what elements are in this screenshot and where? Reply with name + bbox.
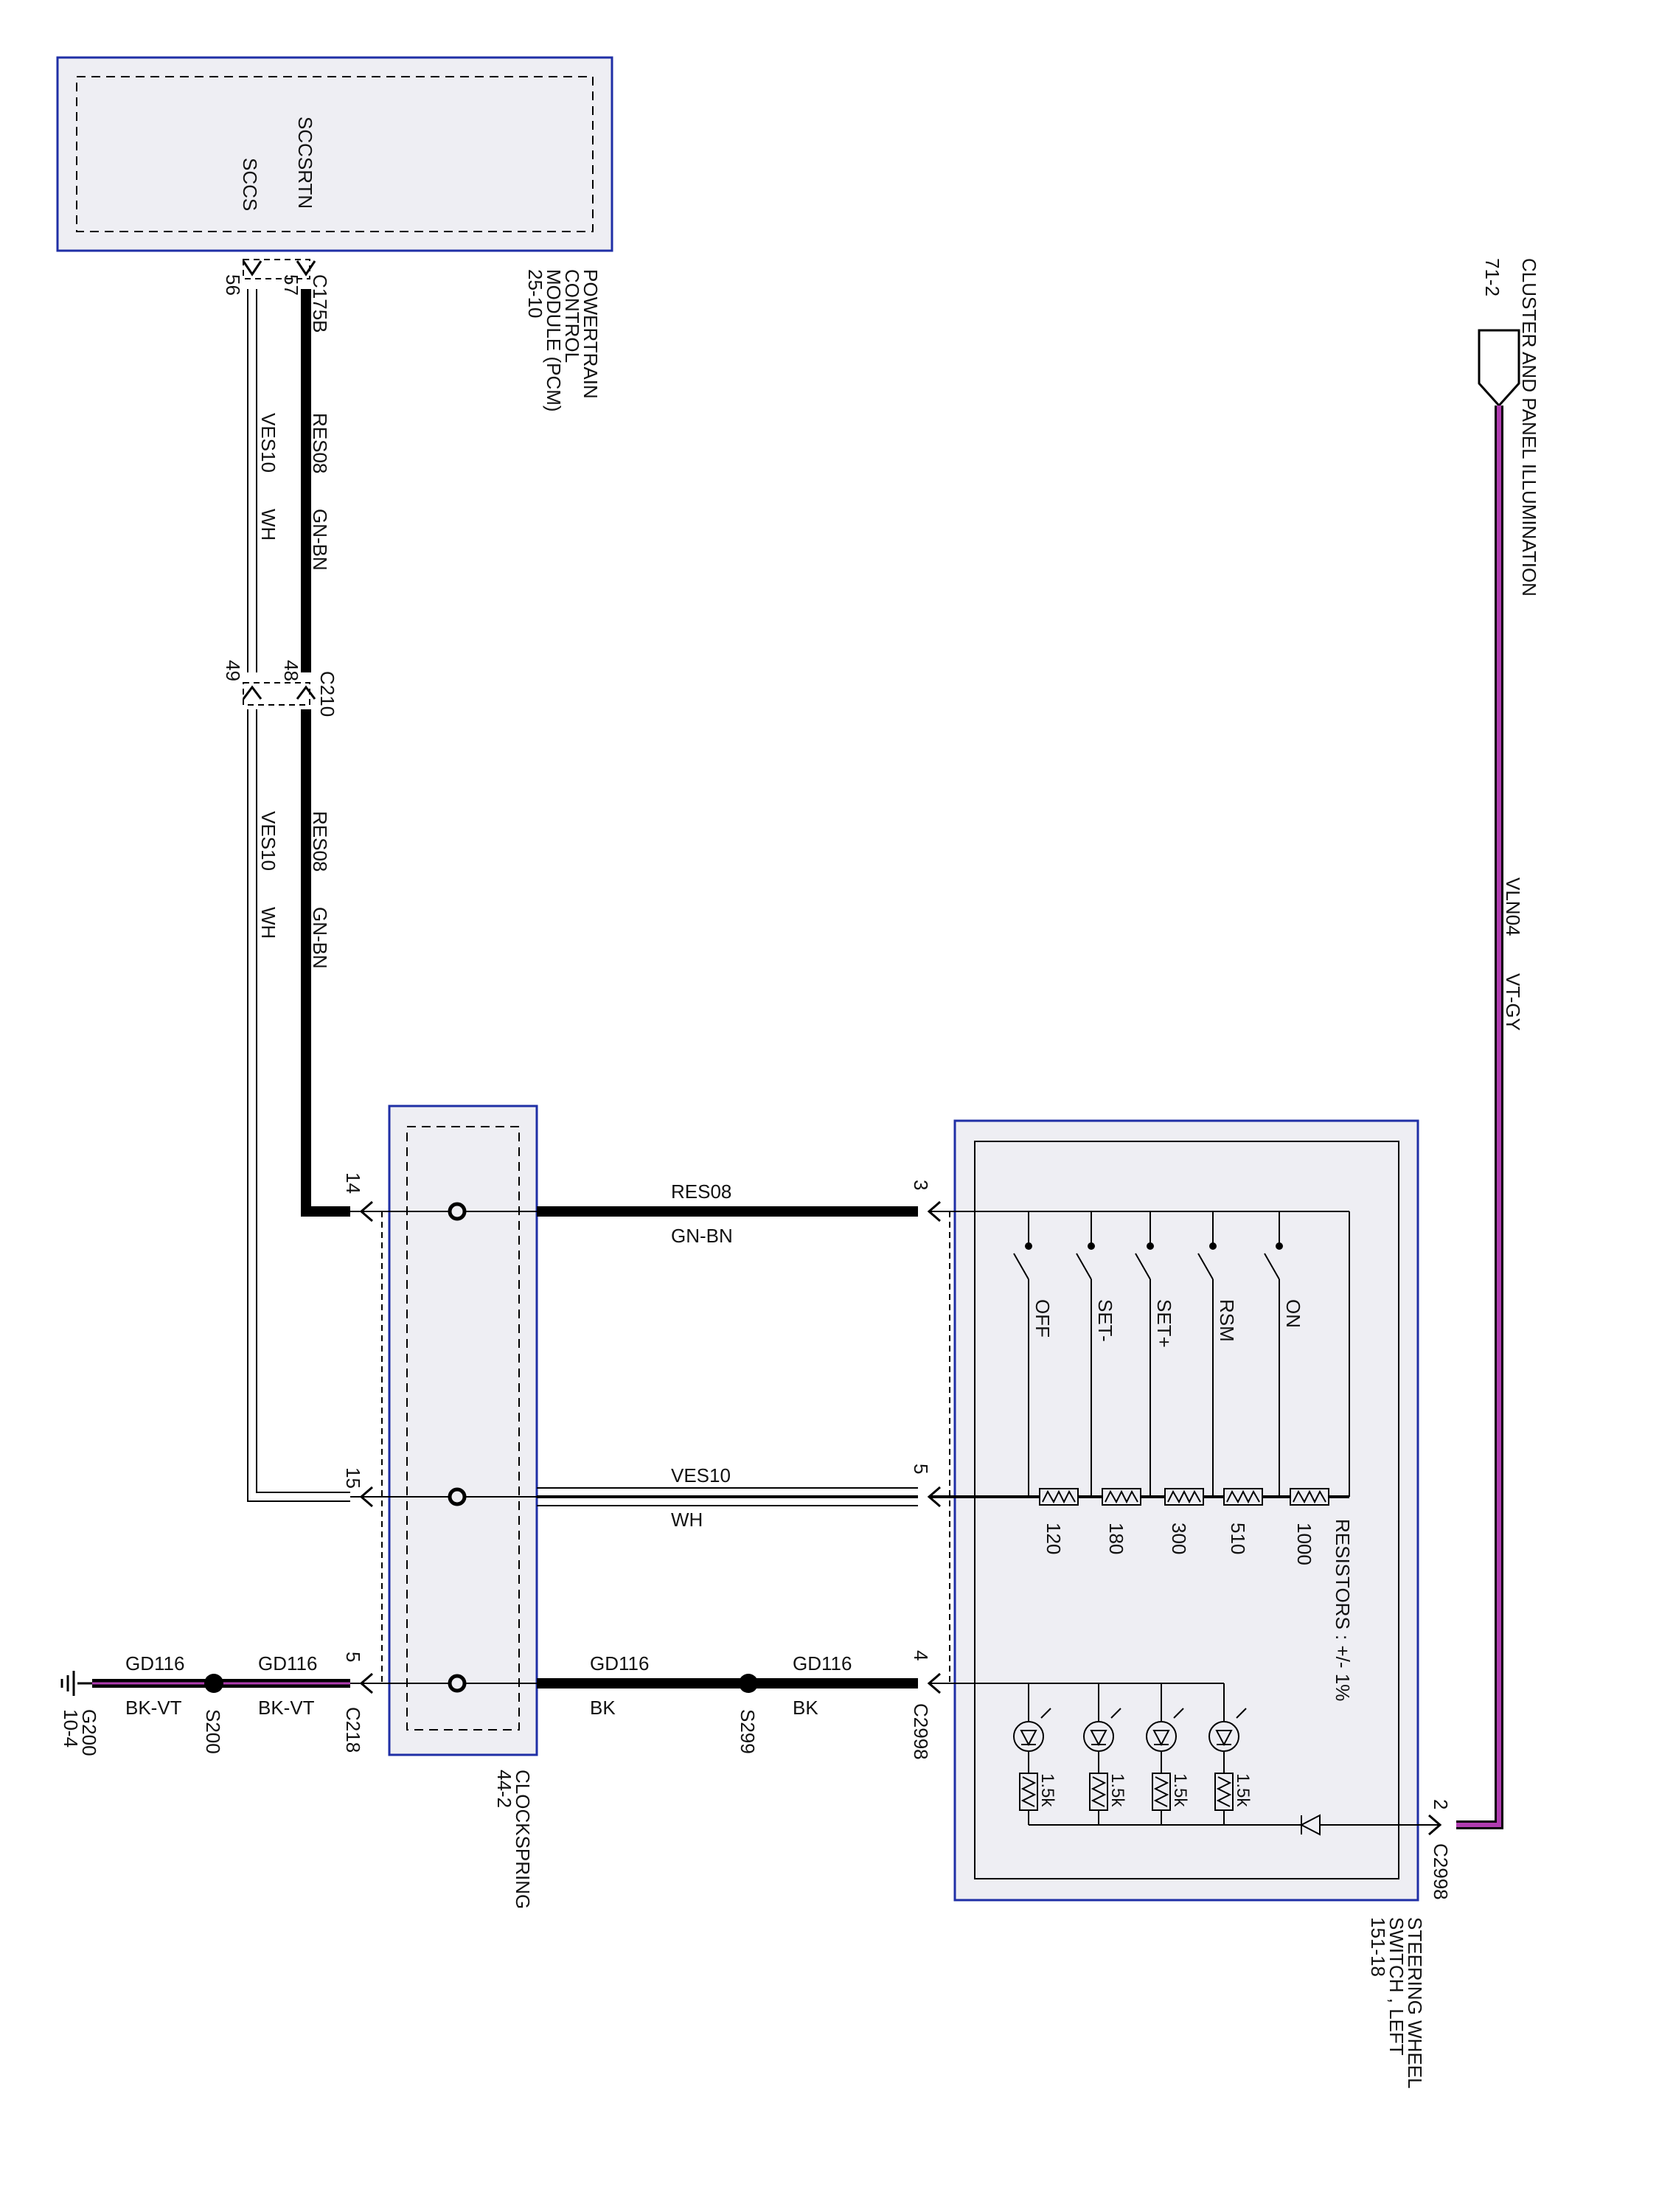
label-gd116-ground: GD116 [125,1652,184,1674]
switch-pin-5: 5 [910,1464,932,1474]
c210-pin-49: 49 [222,660,244,681]
label-res08-upper: RES08 [309,413,331,473]
ground-symbol [60,1671,92,1696]
resistor-label-120: 120 [1043,1523,1065,1554]
switch-page-ref: 151-18 [1367,1917,1389,1977]
clockspring-circuits [350,1202,537,1693]
clockspring-module: CLOCKSPRING 44-2 [381,1105,950,1909]
switch-label-on: ON [1282,1299,1304,1328]
resistor-label-300: 300 [1168,1523,1190,1554]
pcm-module: SCCSRTN SCCS POWERTRAIN CONTROL MODULE (… [56,56,613,412]
label-bk-vt-ground: BK-VT [125,1697,182,1719]
label-res08-lower: RES08 [309,811,331,872]
switch-resistors-note: RESISTORS : +/- 1% [1332,1519,1354,1701]
c218-connector-label: C218 [342,1707,364,1753]
label-res08-mid: RES08 [671,1180,731,1203]
splice-s299 [739,1674,758,1693]
clockspring-pin-15: 15 [342,1467,364,1489]
c175b-arrows [242,260,316,276]
switch-name-line2: SWITCH , LEFT [1385,1917,1408,2056]
c218-pin-5: 5 [342,1652,364,1662]
splice-s200 [204,1674,223,1693]
label-vln04: VLN04 [1502,877,1524,936]
switch-connector-label-right: C2998 [1430,1843,1452,1900]
wire-ves10-lower [247,709,350,1502]
switch-pin-4: 4 [910,1650,932,1660]
led-resistor-label-1: 1.5k [1037,1773,1057,1807]
resistor-label-1000: 1000 [1293,1523,1315,1565]
splice-s200-label: S200 [202,1709,224,1754]
switch-connector-label-left: C2998 [910,1703,932,1760]
resistor-label-510: 510 [1227,1523,1249,1554]
c210-pin-48: 48 [280,660,302,681]
pcm-connector-label: C175B [309,274,331,333]
label-ves10-mid: VES10 [671,1464,731,1486]
led-resistor-label-3: 1.5k [1170,1773,1190,1807]
pcm-name-line2: CONTROL [561,269,583,363]
label-wh-lower: WH [257,907,279,939]
label-wh-upper: WH [257,509,279,540]
steering-wheel-switch-module: STEERING WHEEL SWITCH , LEFT 151-18 RESI… [953,1119,1426,2089]
clockspring-name: CLOCKSPRING [512,1770,534,1909]
label-gn-bn-mid: GN-BN [671,1225,733,1247]
led-resistor-label-2: 1.5k [1107,1773,1127,1807]
pcm-name-line3: MODULE (PCM) [543,269,565,412]
wire-ves10-upper [247,289,257,672]
c210-arrows [242,685,316,700]
switch-resistors [1039,1488,1329,1506]
clockspring-page-ref: 44-2 [493,1770,515,1808]
wire-vln04 [1456,406,1503,1829]
switch-pin-3: 3 [910,1180,932,1190]
splice-s299-label: S299 [737,1709,759,1754]
ground-page-ref: 10-4 [60,1709,82,1747]
pcm-name-line1: POWERTRAIN [580,269,602,399]
pcm-page-ref: 25-10 [524,269,546,319]
switch-label-set-plus: SET+ [1153,1299,1175,1348]
c210-connector-label: C210 [316,671,338,717]
led-resistor-label-4: 1.5k [1233,1773,1253,1807]
clockspring-arrows [359,1200,373,1694]
switch-label-rsm: RSM [1216,1299,1238,1342]
label-gd116-mid: GD116 [590,1652,649,1674]
clockspring-pin-14: 14 [342,1172,364,1194]
label-bk-mid: BK [590,1697,616,1719]
switch-led-indicators [1013,1708,1247,1811]
wire-ves10-to-switch [537,1487,918,1506]
label-gd116-switch: GD116 [793,1652,852,1674]
label-vt-gy: VT-GY [1502,973,1524,1031]
cluster-page-ref: 71-2 [1481,258,1503,296]
switch-label-set-minus: SET- [1094,1299,1116,1342]
cluster-name: CLUSTER AND PANEL ILLUMINATION [1518,258,1540,597]
switch-pin-2: 2 [1430,1799,1452,1809]
label-bk-switch: BK [793,1697,818,1719]
pcm-pin-57: 57 [280,274,302,296]
pcm-pin-sccsrtn: SCCSRTN [294,116,316,209]
switch-label-off: OFF [1032,1299,1054,1338]
label-bk-vt-c218: BK-VT [258,1697,315,1719]
cluster-illumination-connector: CLUSTER AND PANEL ILLUMINATION 71-2 [1478,258,1540,597]
label-wh-mid: WH [671,1509,703,1531]
ground-name: G200 [78,1709,100,1756]
label-ves10-lower: VES10 [257,811,279,871]
pcm-pin-56: 56 [222,274,244,296]
pcm-pin-sccs: SCCS [239,158,261,211]
resistor-label-180: 180 [1105,1523,1127,1554]
label-gd116-c218: GD116 [258,1652,317,1674]
label-gn-bn-lower: GN-BN [309,907,331,969]
label-gn-bn-upper: GN-BN [309,509,331,571]
label-ves10-upper: VES10 [257,413,279,473]
switch-name-line1: STEERING WHEEL [1404,1917,1426,2089]
